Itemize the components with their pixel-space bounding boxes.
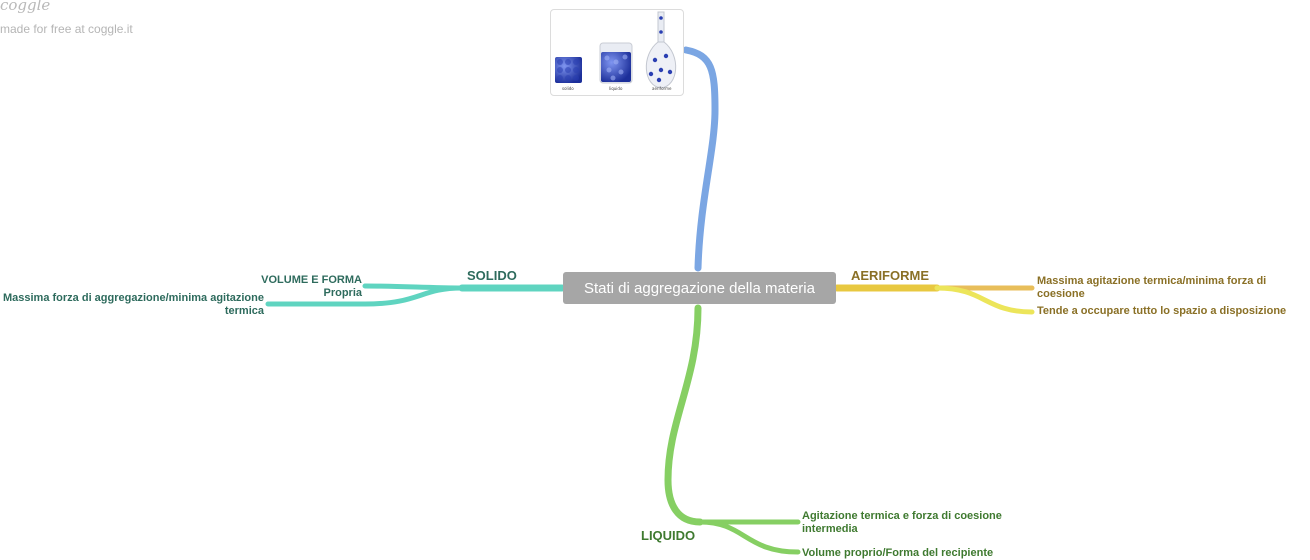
connector-liquido-leaf-2 <box>697 519 801 555</box>
coggle-logo: coggle <box>0 0 51 14</box>
states-of-matter-icon <box>555 11 677 89</box>
root-label: Stati di aggregazione della materia <box>584 279 815 297</box>
leaf-line: Massima forza di aggregazione/minima agi… <box>2 292 264 304</box>
leaf-massima-forza-aggregazione[interactable]: Massima forza di aggregazione/minima agi… <box>3 292 264 318</box>
made-with-coggle-link[interactable]: made for free at coggle.it <box>0 22 133 36</box>
root-node[interactable]: Stati di aggregazione della materia <box>563 272 836 304</box>
leaf-line: VOLUME E FORMA <box>261 274 362 286</box>
connector-image <box>682 46 719 272</box>
connector-solido-leaf-2 <box>265 285 465 307</box>
branch-solido[interactable]: SOLIDO <box>467 268 517 283</box>
connector-liquido <box>664 304 704 526</box>
leaf-line: coesione <box>1037 288 1085 300</box>
leaf-line: termica <box>224 305 264 317</box>
leaf-volume-e-forma[interactable]: VOLUME E FORMA Propria <box>261 274 362 300</box>
image-node[interactable]: solido liquido aeriforme <box>550 9 684 96</box>
branch-aeriforme[interactable]: AERIFORME <box>851 268 929 283</box>
leaf-volume-proprio-forma-recipiente[interactable]: Volume proprio/Forma del recipiente <box>802 547 993 560</box>
leaf-line: Volume proprio/Forma del recipiente <box>802 547 994 559</box>
leaf-line: Propria <box>323 287 362 299</box>
leaf-agitazione-termica-intermedia[interactable]: Agitazione termica e forza di coesione i… <box>802 510 1002 536</box>
caption-solido: solido <box>562 86 574 91</box>
leaf-line: Tende a occupare tutto lo spazio a dispo… <box>1037 305 1287 317</box>
branch-liquido[interactable]: LIQUIDO <box>641 528 696 543</box>
caption-aeriforme: aeriforme <box>652 86 672 91</box>
leaf-line: Agitazione termica e forza di coesione <box>802 510 1002 522</box>
leaf-massima-agitazione-termica[interactable]: Massima agitazione termica/minima forza … <box>1037 275 1266 301</box>
caption-liquido: liquido <box>609 86 623 91</box>
leaf-line: Massima agitazione termica/minima forza … <box>1037 275 1267 287</box>
leaf-line: intermedia <box>802 523 858 535</box>
leaf-tende-occupare-spazio[interactable]: Tende a occupare tutto lo spazio a dispo… <box>1037 305 1286 318</box>
connector-aeriforme-leaf-2 <box>934 285 1035 315</box>
